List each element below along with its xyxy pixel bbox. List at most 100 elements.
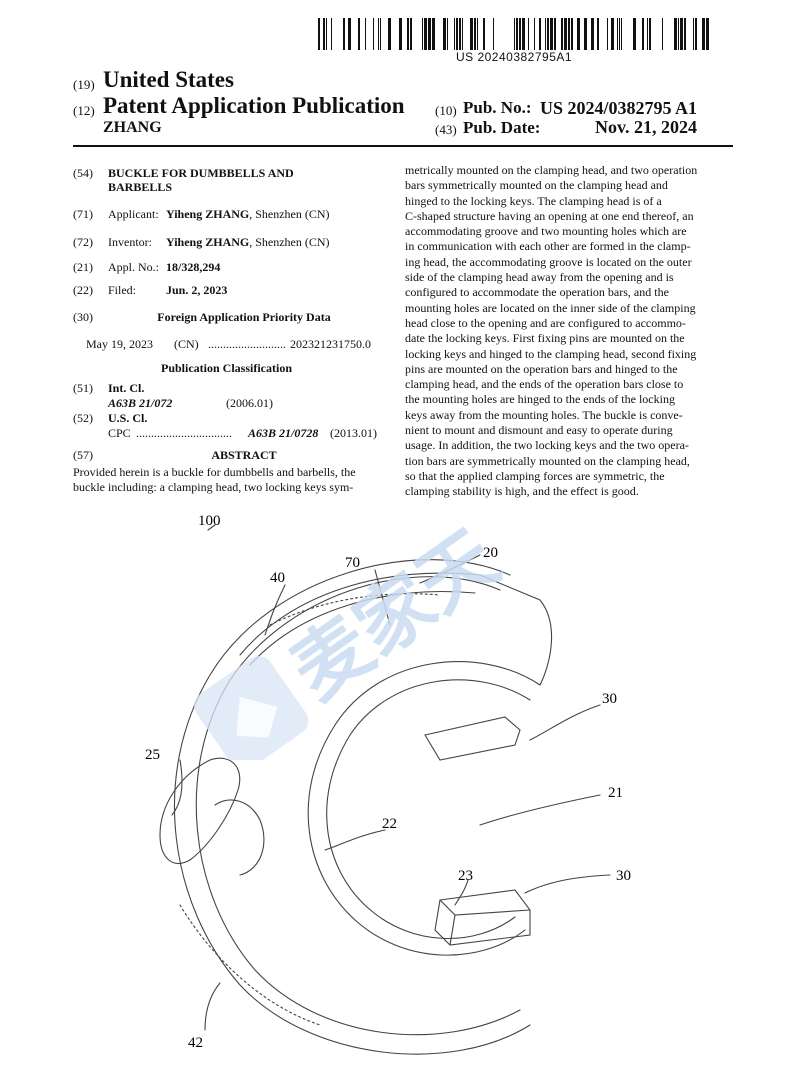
abstract-right-line: date the locking keys. First fixing pins… — [405, 331, 685, 346]
classification-heading: Publication Classification — [160, 361, 292, 375]
barcode-bar — [621, 18, 622, 50]
ref-21: 21 — [608, 785, 623, 801]
abstract-right-line: mounting holes are located on the inner … — [405, 300, 696, 315]
abstract-right-line: pins are mounted on the operation bars a… — [405, 361, 678, 376]
ref-30-lower: 30 — [616, 868, 631, 884]
barcode-bar — [674, 18, 677, 50]
abstract-right-line: bars symmetrically mounted on the clampi… — [405, 178, 668, 193]
intcl-class: A63B 21/072 — [108, 396, 173, 410]
code-54: (54) — [73, 166, 93, 180]
abstract-right-line: tion bars are symmetrically mounted on t… — [405, 453, 690, 468]
document-type: Patent Application Publication — [103, 93, 405, 118]
code-30: (30) — [73, 310, 93, 324]
locking-key — [424, 716, 521, 761]
abstract-right-line: C-shaped structure having an opening at … — [405, 208, 694, 223]
applicant-label: Applicant: — [108, 207, 159, 221]
abstract-right-line: ing head, the accommodating groove is lo… — [405, 254, 692, 269]
barcode-bar — [519, 18, 521, 50]
barcode-bar — [483, 18, 485, 50]
header-rule — [73, 145, 733, 147]
intcl-label: Int. Cl. — [108, 381, 145, 395]
barcode-bar — [424, 18, 427, 50]
barcode-bar — [568, 18, 570, 50]
barcode-bar — [477, 18, 478, 50]
ref-22: 22 — [382, 816, 397, 832]
barcode-bar — [633, 18, 636, 50]
country-name: United States — [103, 67, 234, 92]
abstract-left-line: Provided herein is a buckle for dumbbell… — [73, 465, 356, 479]
barcode-bar — [388, 18, 391, 50]
pub-date: Nov. 21, 2024 — [595, 117, 698, 137]
barcode-bar — [619, 18, 620, 50]
abstract-heading: ABSTRACT — [211, 448, 277, 462]
barcode-bar — [516, 18, 518, 50]
title-line-2: BARBELLS — [108, 180, 173, 194]
barcode-bar — [584, 18, 587, 50]
abstract-right-line: locking keys and hinged to the clamping … — [405, 346, 697, 361]
code-21: (21) — [73, 260, 93, 274]
priority-date: May 19, 2023 — [86, 337, 153, 351]
code-72: (72) — [73, 235, 93, 249]
filed-date: Jun. 2, 2023 — [166, 283, 228, 297]
title-line-1: BUCKLE FOR DUMBBELLS AND — [108, 166, 294, 180]
cpc-label: CPC — [108, 426, 131, 440]
barcode-bar — [547, 18, 549, 50]
barcode-bar — [554, 18, 556, 50]
applicant-name: Yiheng ZHANG — [166, 207, 250, 221]
appl-number: 18/328,294 — [166, 260, 221, 274]
operation-bar — [434, 889, 531, 946]
barcode — [318, 18, 709, 50]
ref-70: 70 — [345, 555, 360, 571]
barcode-bar — [561, 18, 563, 50]
abstract-right-line: hinged to the locking keys. The clamping… — [405, 193, 662, 208]
abstract-right-line: clamping stability is high, and the effe… — [405, 484, 639, 499]
barcode-bar — [493, 18, 494, 50]
cpc-dots: ................................ — [136, 426, 232, 440]
ref-30-upper: 30 — [602, 691, 617, 707]
intcl-year: (2006.01) — [226, 396, 273, 410]
abstract-right-line: side of the clamping head away from the … — [405, 270, 674, 285]
barcode-bar — [422, 18, 423, 50]
ref-23: 23 — [458, 868, 473, 884]
pub-date-label: Pub. Date: — [463, 118, 541, 137]
inventor-surname: ZHANG — [103, 119, 162, 136]
barcode-bar — [514, 18, 515, 50]
filed-label: Filed: — [108, 283, 137, 297]
barcode-bar — [649, 18, 651, 50]
pub-no-label: Pub. No.: — [463, 98, 532, 117]
barcode-bar — [462, 18, 463, 50]
clamp-top-flange — [239, 572, 553, 686]
barcode-bar — [534, 18, 535, 50]
applicant: Yiheng ZHANG, Shenzhen (CN) — [166, 207, 330, 221]
barcode-bar — [331, 18, 332, 50]
abstract-left: Provided herein is a buckle for dumbbell… — [73, 465, 380, 496]
code-22: (22) — [73, 283, 93, 297]
barcode-bar — [693, 18, 694, 50]
clamp-inner-edge — [307, 661, 541, 956]
abstract-right-line: usage. In addition, the two locking keys… — [405, 438, 689, 453]
code-43: (43) — [435, 122, 457, 137]
priority-country: (CN) — [174, 337, 199, 351]
ref-100: 100 — [198, 513, 221, 529]
abstract-right-line: keys away from the mounting holes. The b… — [405, 407, 683, 422]
abstract-right-line: nient to mount and dismount and easy to … — [405, 423, 673, 438]
barcode-bar — [410, 18, 412, 50]
abstract-left-line: buckle including: a clamping head, two l… — [73, 480, 354, 495]
barcode-bar — [348, 18, 351, 50]
barcode-bar — [647, 18, 648, 50]
code-71: (71) — [73, 207, 93, 221]
inventor: Yiheng ZHANG, Shenzhen (CN) — [166, 235, 330, 249]
barcode-bar — [443, 18, 446, 50]
barcode-bar — [577, 18, 580, 50]
barcode-bar — [702, 18, 705, 50]
barcode-bar — [617, 18, 618, 50]
barcode-bar — [684, 18, 686, 50]
priority-number: 202321231750.0 — [290, 337, 371, 351]
barcode-bar — [550, 18, 553, 50]
barcode-bar — [695, 18, 697, 50]
barcode-bar — [706, 18, 709, 50]
abstract-right: metrically mounted on the clamping head,… — [405, 163, 712, 500]
inventor-name: Yiheng ZHANG — [166, 235, 250, 249]
abstract-right-line: metrically mounted on the clamping head,… — [405, 163, 698, 177]
barcode-bar — [365, 18, 366, 50]
